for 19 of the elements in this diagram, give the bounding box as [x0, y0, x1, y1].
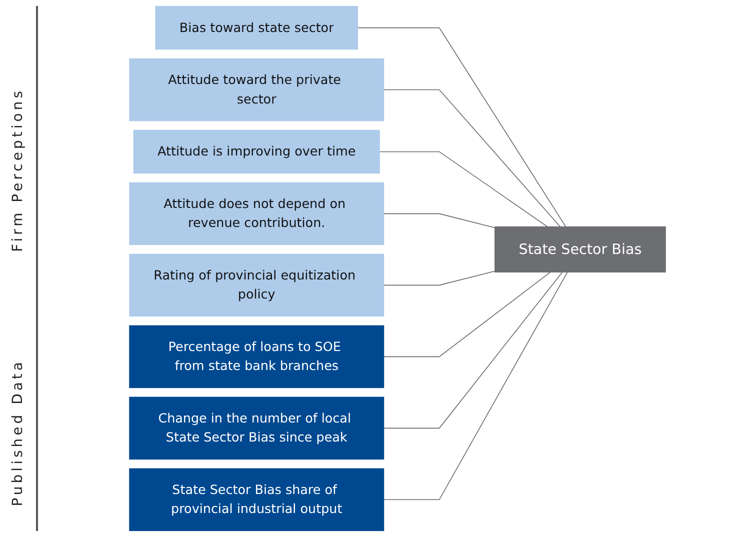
node-box: Attitude toward the private sector — [129, 58, 384, 122]
node-box: Rating of provincial equitization policy — [129, 254, 384, 317]
node-box: Bias toward state sector — [155, 6, 358, 50]
connector — [383, 272, 551, 358]
connector — [379, 151, 548, 228]
node-box: Change in the number of local State Sector Bias since peak — [129, 396, 384, 460]
node-box: Attitude does not depend on revenue contribution. — [129, 182, 384, 246]
group-label: Published Data — [10, 358, 26, 506]
node-box: State Sector Bias — [494, 226, 666, 272]
node-box: Attitude is improving over time — [133, 130, 380, 174]
connector — [383, 89, 561, 228]
connector — [357, 27, 566, 228]
group-label: Firm Perceptions — [10, 88, 26, 252]
node-box: Percentage of loans to SOE from state bank branches — [129, 325, 384, 388]
node-box: State Sector Bias share of provincial industrial output — [129, 468, 384, 532]
connector — [383, 272, 563, 429]
connector — [383, 270, 496, 286]
connector — [383, 272, 568, 500]
connector — [383, 213, 496, 228]
